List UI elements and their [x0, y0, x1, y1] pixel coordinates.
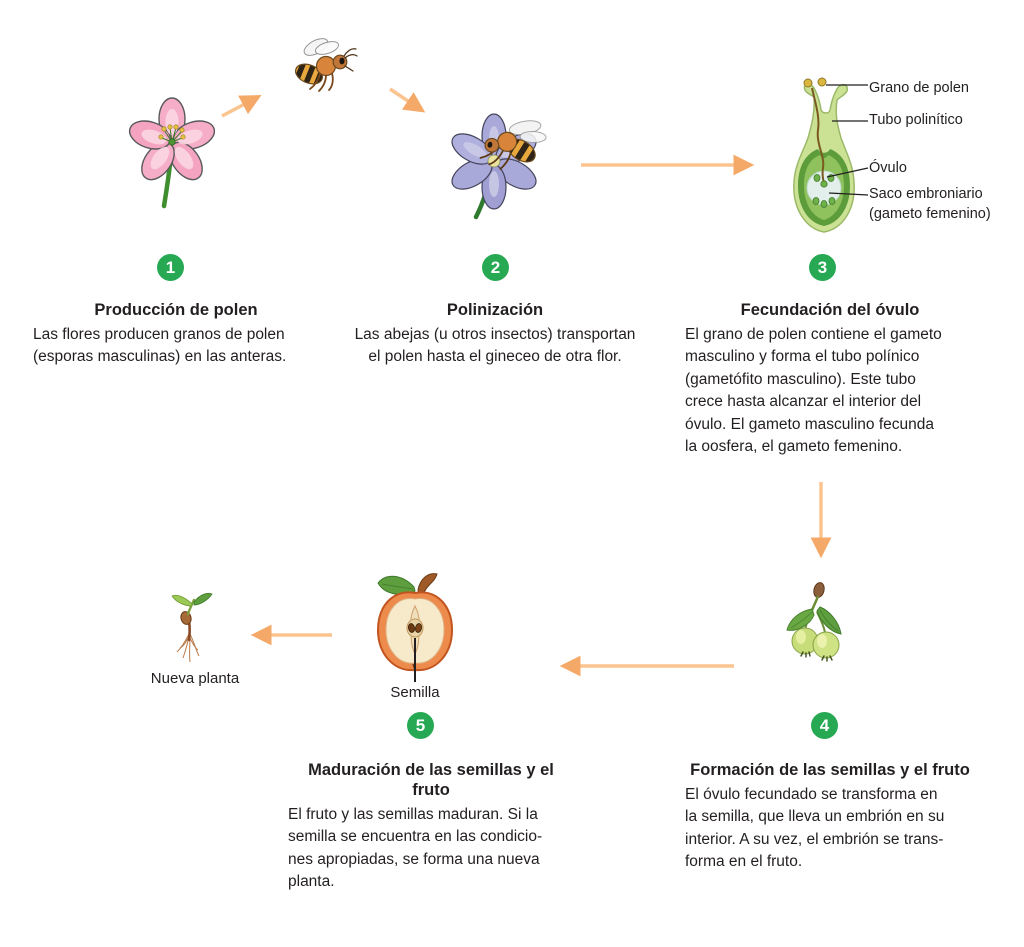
- step-1-body: Las flores producen granos de polen (esp…: [33, 326, 287, 366]
- semilla-caption: Semilla: [390, 684, 440, 701]
- arrow-down-icon: [810, 482, 832, 559]
- step-5-body: El fruto y las semillas maduran. Si la s…: [288, 806, 543, 891]
- step-5-title: Maduración de las semillas y el fruto: [308, 761, 554, 799]
- step-1-title: Producción de polen: [94, 301, 258, 319]
- pistil-cross-section-icon: [793, 77, 855, 233]
- arrow-left-small-icon: [250, 624, 332, 646]
- label-leader-lines: [826, 84, 869, 196]
- arrow-down-right-icon: [389, 87, 426, 113]
- apple-blossom-icon: [128, 97, 216, 209]
- step-3-body: El grano de polen contiene el gameto mas…: [685, 326, 942, 456]
- step-2-title: Polinización: [446, 301, 544, 319]
- step-4-block: Formación de las semillas y el fruto El …: [685, 760, 975, 874]
- green-fruits-icon: [786, 582, 842, 662]
- step-1-badge: 1: [157, 254, 184, 281]
- label-tubo-polinitico: Tubo polinítico: [869, 112, 963, 128]
- step-2-block: Polinización Las abejas (u otros insecto…: [338, 300, 652, 369]
- arrow-right-icon: [581, 154, 755, 176]
- step-2-badge: 2: [482, 254, 509, 281]
- step-2-body: Las abejas (u otros insectos) transporta…: [354, 326, 636, 366]
- arrow-up-right-icon: [221, 95, 262, 118]
- arrow-left-icon: [559, 655, 734, 677]
- step-3-block: Fecundación del óvulo El grano de polen …: [685, 300, 975, 458]
- step-4-badge: 4: [811, 712, 838, 739]
- bee-icon: [292, 38, 358, 92]
- label-saco-embrionario: Saco embroniario (gameto femenino): [869, 186, 991, 222]
- label-ovulo: Óvulo: [869, 160, 907, 176]
- seedling-icon: [171, 592, 213, 663]
- step-3-badge: 3: [809, 254, 836, 281]
- step-3-title: Fecundación del óvulo: [740, 301, 920, 319]
- step-5-badge: 5: [407, 712, 434, 739]
- step-5-block: Maduración de las semillas y el fruto El…: [288, 760, 574, 894]
- nueva-planta-caption: Nueva planta: [150, 670, 240, 687]
- step-4-title: Formación de las semillas y el fruto: [690, 761, 970, 779]
- semilla-leader-line: [414, 638, 416, 682]
- step-1-block: Producción de polen Las flores producen …: [33, 300, 319, 369]
- label-grano-de-polen: Grano de polen: [869, 80, 969, 96]
- bee-on-flower-icon: [451, 113, 547, 220]
- step-4-body: El óvulo fecundado se transforma en la s…: [685, 786, 945, 871]
- apple-half-icon: [376, 573, 454, 672]
